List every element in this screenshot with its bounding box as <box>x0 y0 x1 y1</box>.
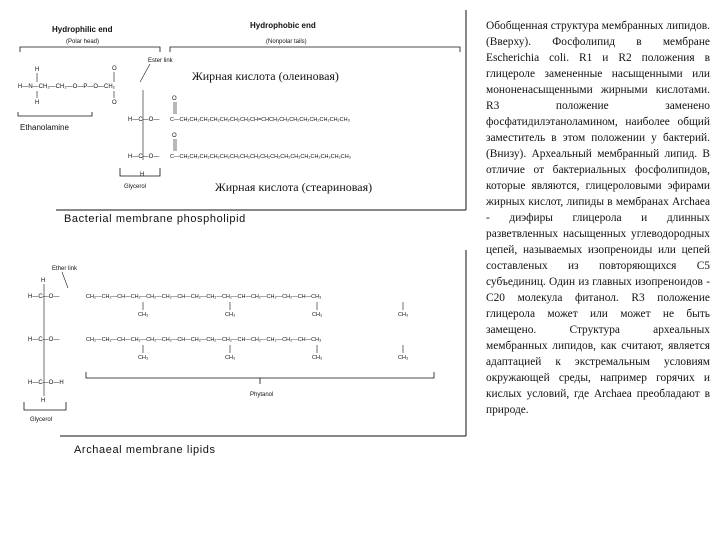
hydrophilic-bracket <box>19 46 161 52</box>
stearic-chain: C—CH₂CH₂CH₂CH₂CH₂CH₂CH₂CH₂CH₂CH₂CH₂CH₂CH… <box>170 154 351 160</box>
head-group-formula: H—N—CH₂—CH₂—O—P—O—CH₂ <box>18 84 116 90</box>
branch-2d: CH₃ <box>398 355 408 361</box>
glycerol-bracket-arch <box>23 402 67 411</box>
methyl-branches: CH₃ CH₃ CH₃ CH₃ CH₃ CH₃ CH₃ CH₃ <box>138 302 408 361</box>
lipid-structure-diagram: Hydrophilic end (Polar head) Hydrophobic… <box>17 10 467 437</box>
phytanol-label: Phytanol <box>250 392 273 398</box>
branch-2c: CH₃ <box>312 355 322 361</box>
glycerol-label-bact: Glycerol <box>124 184 146 190</box>
branch-2a: CH₃ <box>138 355 148 361</box>
archaeal-chain-1: CH₂—CH₂—CH—CH₂—CH₂—CH₂—CH—CH₂—CH₂—CH₂—CH… <box>86 294 321 300</box>
branch-1c: CH₃ <box>312 312 322 318</box>
glycerol-bracket-bact <box>119 168 161 177</box>
ether-link-pointer <box>61 271 69 289</box>
description-text: Обобщенная структура мембранных липидов.… <box>486 20 710 416</box>
amine-h-top: H <box>35 67 39 73</box>
svg-text:H—C—O—: H—C—O— <box>128 154 159 160</box>
branch-2b: CH₃ <box>225 355 235 361</box>
glycerol-label-arch: Glycerol <box>30 417 52 423</box>
svg-text:H—C—O—: H—C—O— <box>28 337 59 343</box>
svg-text:H: H <box>41 398 45 404</box>
svg-text:H—C—O—: H—C—O— <box>28 294 59 300</box>
svg-text:H—C—O—H: H—C—O—H <box>28 380 64 386</box>
hydrophilic-label: Hydrophilic end <box>52 25 113 34</box>
archaeal-chain-2: CH₂—CH₂—CH—CH₂—CH₂—CH₂—CH—CH₂—CH₂—CH₂—CH… <box>86 337 321 343</box>
branch-1d: CH₃ <box>398 312 408 318</box>
carbonyl-o-2: O <box>172 133 177 139</box>
carbonyl-o-1: O <box>172 96 177 102</box>
phytanol-bracket <box>85 372 435 379</box>
ester-link-pointer <box>139 63 151 83</box>
archaeal-caption: Archaeal membrane lipids <box>74 444 216 456</box>
ethanolamine-label: Ethanolamine <box>20 123 69 132</box>
oleic-chain: C—CH₂CH₂CH₂CH₂CH₂CH₂CH₂CH=CHCH₂CH₂CH₂CH₂… <box>170 117 350 123</box>
ether-link-label: Ether link <box>52 266 78 272</box>
phosphate-o-bottom: O <box>112 100 117 106</box>
oleic-acid-label: Жирная кислота (олеиновая) <box>192 69 339 83</box>
stearic-acid-label: Жирная кислота (стеариновая) <box>215 180 373 194</box>
hydrophobic-sub: (Nonpolar tails) <box>266 39 307 45</box>
branch-1b: CH₃ <box>225 312 235 318</box>
bacterial-caption: Bacterial membrane phospholipid <box>64 213 246 225</box>
phosphate-o-top: O <box>112 66 117 72</box>
ethanolamine-bracket <box>17 112 93 117</box>
branch-1a: CH₃ <box>138 312 148 318</box>
hydrophobic-bracket <box>169 46 461 52</box>
hydrophilic-sub: (Polar head) <box>66 39 99 45</box>
ester-link-label: Ester link <box>148 58 174 64</box>
amine-h-bottom: H <box>35 100 39 106</box>
hydrophobic-label: Hydrophobic end <box>250 21 316 30</box>
svg-text:H: H <box>41 278 45 284</box>
svg-text:H: H <box>140 172 144 178</box>
svg-text:H—C—O—: H—C—O— <box>128 117 159 123</box>
